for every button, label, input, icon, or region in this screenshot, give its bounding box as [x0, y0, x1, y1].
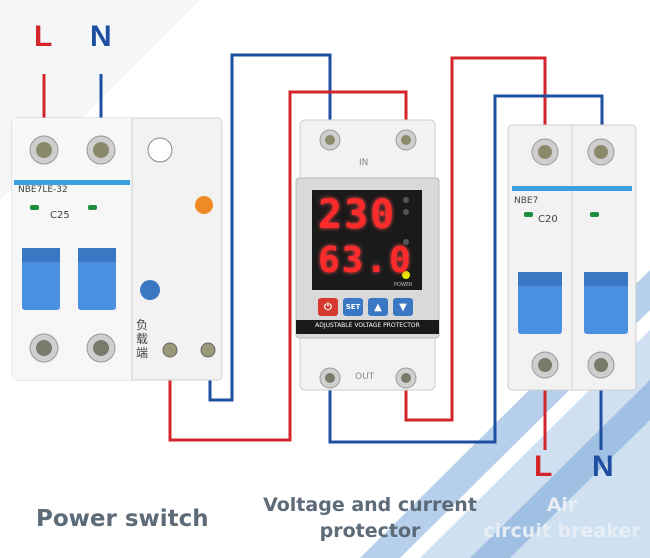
- label-neutral-top: N: [90, 20, 112, 53]
- power-button[interactable]: ⏻: [318, 298, 338, 316]
- caption-protector-line1: Voltage and current: [263, 494, 477, 516]
- caption-protector: Voltage and current protector: [250, 492, 490, 544]
- breaker-rating: C20: [538, 214, 558, 225]
- power-switch-rating: C25: [50, 210, 70, 221]
- power-switch-chinese-label: 负载端: [136, 318, 149, 360]
- power-indicator-label: POWER: [394, 282, 413, 288]
- set-button[interactable]: SET: [343, 298, 363, 316]
- protector-name-plate: ADJUSTABLE VOLTAGE PROTECTOR: [315, 322, 420, 329]
- label-live-bottom: L: [534, 450, 553, 483]
- power-switch-device: [11, 117, 223, 381]
- protector-out-label: OUT: [355, 372, 375, 382]
- caption-breaker-line1: Air: [546, 494, 578, 516]
- breaker-device: [507, 124, 637, 391]
- caption-breaker-line2: circuit breaker: [483, 520, 641, 542]
- wire-live-protector-to-breaker: [404, 56, 547, 422]
- caption-power-switch: Power switch: [36, 506, 209, 532]
- caption-protector-line2: protector: [319, 520, 421, 542]
- caption-breaker: Air circuit breaker: [476, 492, 648, 544]
- voltage-display: 230: [318, 192, 397, 238]
- breaker-model: NBE7: [514, 196, 539, 206]
- protector-in-label: IN: [359, 158, 369, 168]
- wire-neutral-switch-to-protector: [208, 53, 332, 402]
- label-neutral-bottom: N: [592, 450, 614, 483]
- wire-neutral-protector-to-breaker: [328, 94, 604, 444]
- current-display: 63.0: [318, 240, 413, 281]
- power-switch-model: NBE7LE-32: [18, 185, 68, 195]
- label-live-top: L: [34, 20, 53, 53]
- down-button[interactable]: ▼: [393, 298, 413, 316]
- up-button[interactable]: ▲: [368, 298, 388, 316]
- wire-live-switch-to-protector: [168, 90, 408, 442]
